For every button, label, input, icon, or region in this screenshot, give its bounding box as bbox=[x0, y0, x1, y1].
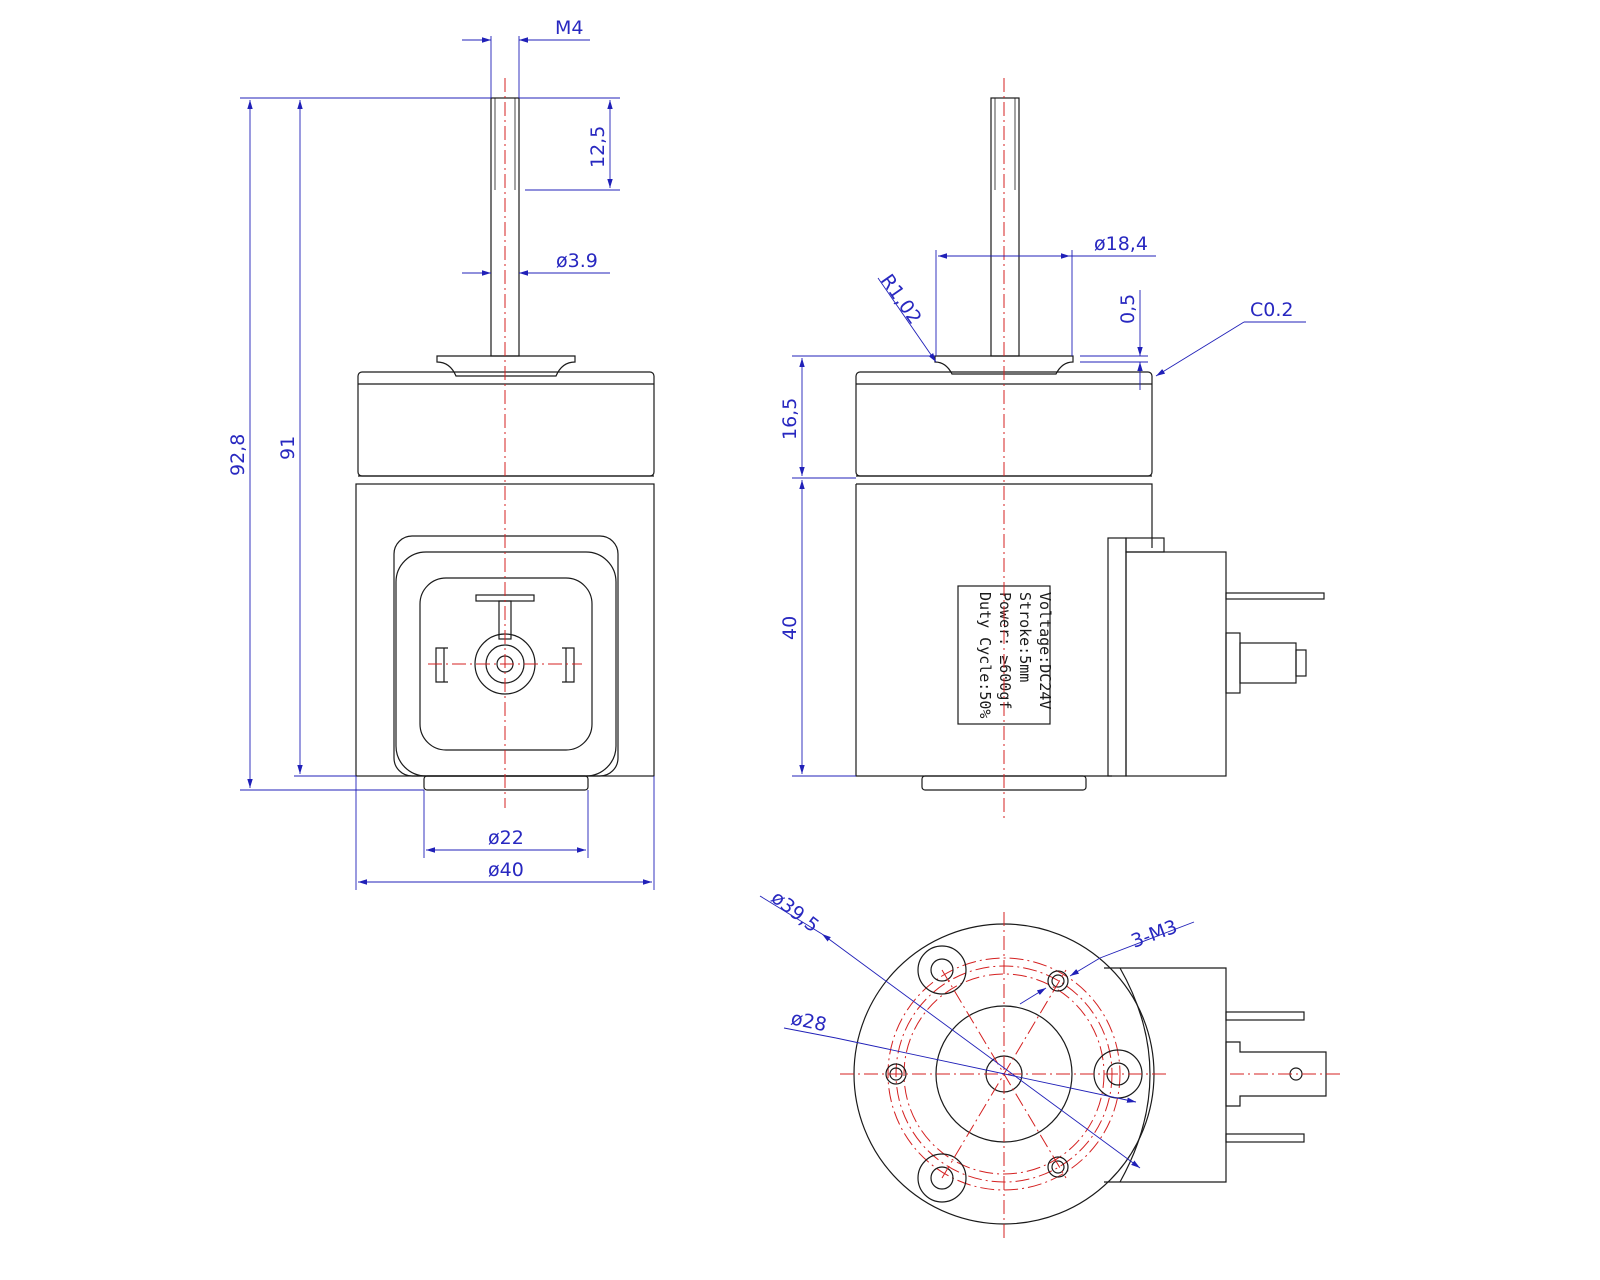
dim-step: 0,5 bbox=[1117, 294, 1139, 324]
dim-inner-circle: ø28 bbox=[789, 1007, 829, 1036]
dim-bottom-dia: ø22 bbox=[488, 827, 524, 849]
label-duty: Duty Cycle:50% bbox=[976, 592, 994, 718]
dim-total-length: 92,8 bbox=[227, 434, 249, 476]
bottom-dimensions: ø39,5 ø28 3-M3 bbox=[759, 887, 1195, 1169]
connector-inner bbox=[419, 577, 593, 751]
top-flange bbox=[436, 355, 576, 377]
label-power: Power: ≥600gf bbox=[996, 592, 1014, 709]
dim-body-length: 91 bbox=[277, 436, 299, 460]
dim-top-dia: ø18,4 bbox=[1094, 233, 1148, 255]
side-connector-plate bbox=[1107, 537, 1127, 777]
front-view bbox=[355, 78, 655, 808]
m3-hole-bottom bbox=[1047, 1156, 1069, 1178]
dim-cap-height: 16,5 bbox=[779, 398, 801, 440]
dim-thread-length: 12,5 bbox=[587, 126, 609, 168]
bottom-view bbox=[840, 912, 1342, 1240]
bottom-boss bbox=[423, 775, 589, 791]
dim-bolt-circle: ø39,5 bbox=[767, 887, 823, 938]
dim-shaft-dia: ø3.9 bbox=[556, 250, 598, 272]
label-voltage: Voltage:DC24V bbox=[1036, 592, 1054, 709]
dim-mount-holes: 3-M3 bbox=[1128, 916, 1180, 953]
dim-coil-height: 40 bbox=[779, 616, 801, 640]
side-connector-box bbox=[1125, 551, 1227, 777]
dim-thread-m4: M4 bbox=[555, 17, 583, 39]
dim-chamfer: C0.2 bbox=[1250, 299, 1293, 321]
dim-radius: R1,02 bbox=[876, 270, 926, 328]
side-view: Voltage:DC24V Stroke:5mm Power: ≥600gf D… bbox=[855, 78, 1325, 820]
dim-body-dia: ø40 bbox=[488, 859, 524, 881]
cap-housing bbox=[357, 371, 655, 477]
front-dimensions: M4 12,5 ø3.9 92,8 91 ø22 ø40 bbox=[227, 17, 655, 890]
label-stroke: Stroke:5mm bbox=[1016, 592, 1034, 682]
